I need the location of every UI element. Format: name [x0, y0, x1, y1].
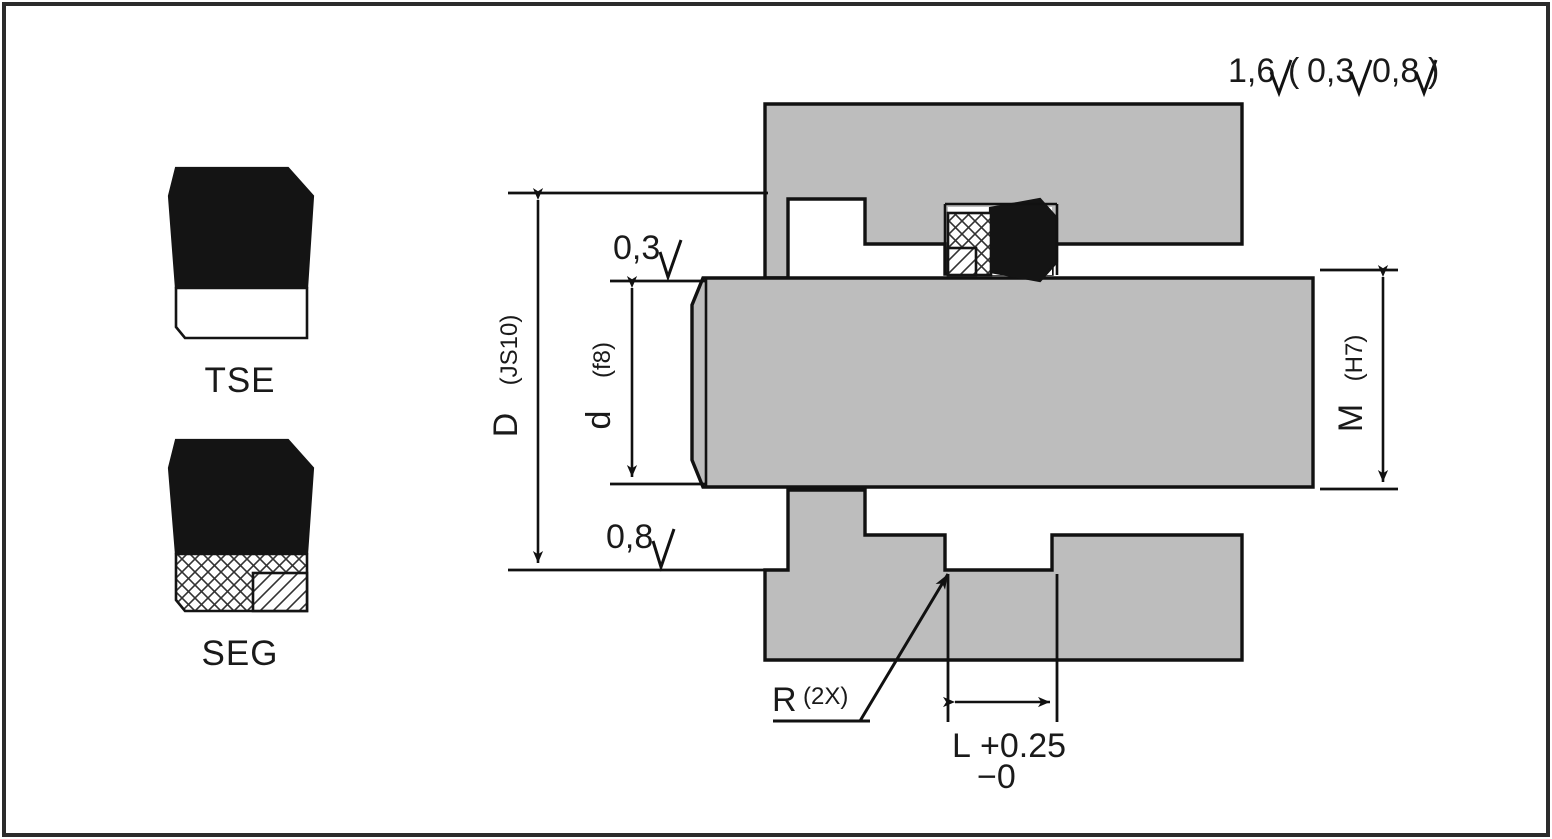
dimension-D-outer-diameter: D (JS10)	[487, 188, 768, 572]
D-symbol: D	[487, 413, 525, 438]
seal-backup-diagonal-block	[946, 246, 978, 277]
surface-mark-top-value: 0,3	[613, 229, 660, 267]
tse-body-white	[174, 286, 309, 340]
radius-symbol: R	[772, 681, 797, 719]
lower-housing-body	[763, 488, 1244, 662]
dimension-L-groove-width: L +0.25 −0	[943, 574, 1066, 796]
seal-black-lip	[988, 197, 1059, 283]
roughness-check-icon-2	[1349, 59, 1373, 98]
M-symbol: M	[1332, 404, 1370, 432]
roughness-check-icon-3	[1414, 59, 1438, 98]
surface-mark-top-check-icon	[658, 239, 683, 282]
part-symbol-seg	[167, 438, 315, 613]
tse-body-black	[167, 166, 315, 290]
L-tolerance-upper: +0.25	[980, 727, 1066, 765]
roughness-close-paren: )	[1428, 52, 1439, 90]
L-symbol: L	[952, 727, 971, 765]
surface-mark-bottom-value: 0,8	[606, 518, 653, 556]
d-symbol: d	[580, 411, 618, 430]
part-label-seg: SEG	[202, 634, 279, 673]
L-tolerance-lower: −0	[977, 758, 1016, 796]
M-tolerance: (H7)	[1341, 335, 1368, 382]
seg-inner-diagonal-block	[251, 571, 309, 613]
roughness-third-value: 0,8	[1372, 52, 1419, 90]
dimension-M-bore-diameter: M (H7)	[1320, 265, 1398, 491]
dimension-d-inner-diameter: d (f8)	[580, 276, 706, 486]
seg-body-black	[167, 438, 315, 556]
surface-mark-bottom: 0,8	[606, 518, 676, 572]
d-tolerance: (f8)	[589, 342, 616, 378]
radius-note-annotation: R (2X)	[772, 573, 950, 723]
part-symbol-tse	[167, 166, 315, 340]
D-tolerance: (JS10)	[496, 315, 523, 386]
seal-assembly-in-groove	[943, 197, 1059, 283]
roughness-second-value: 0,3	[1307, 52, 1354, 90]
shaft-body	[690, 276, 1315, 489]
surface-mark-bottom-check-icon	[651, 528, 676, 572]
roughness-check-icon-1	[1269, 59, 1293, 98]
radius-qualifier: (2X)	[803, 683, 848, 710]
part-label-tse: TSE	[204, 361, 275, 400]
roughness-open-paren: (	[1288, 52, 1300, 90]
surface-mark-top: 0,3	[613, 229, 683, 282]
roughness-main-value: 1,6	[1228, 52, 1275, 90]
groove-side-lines	[943, 204, 1059, 275]
roughness-header-annotation: 1,6 ( 0,3 0,8 )	[1228, 52, 1439, 98]
